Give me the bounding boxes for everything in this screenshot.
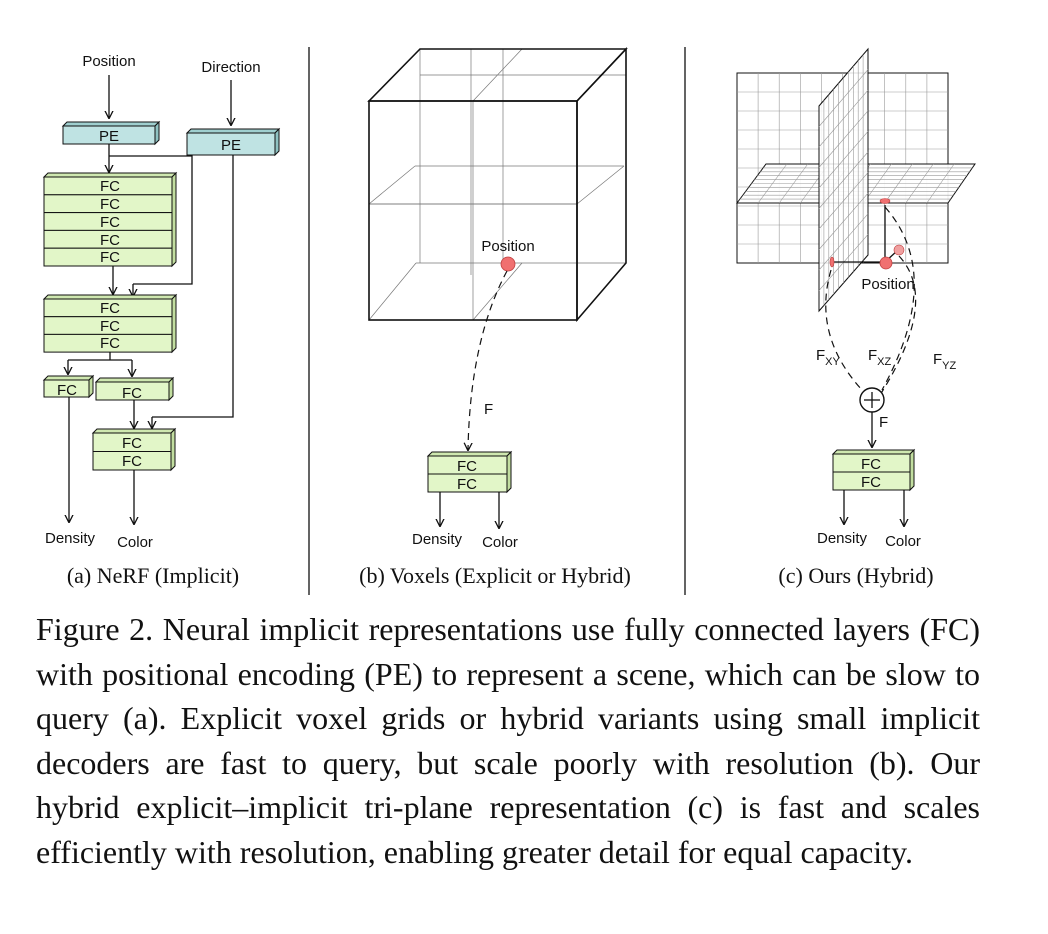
subcaption-c: (c) Ours (Hybrid) [778, 563, 933, 588]
tri-plane [736, 47, 976, 313]
svg-text:FC: FC [100, 318, 120, 335]
svg-text:FC: FC [457, 458, 477, 475]
fc-color-1: FC [94, 376, 175, 402]
svg-text:FC: FC [122, 385, 142, 402]
svg-text:FC: FC [861, 456, 881, 473]
panel-nerf: Position Direction PE PE [42, 53, 281, 551]
nerf-position-label: Position [82, 53, 135, 70]
fyz-label: FYZ [933, 351, 957, 372]
ours-density-label: Density [817, 530, 868, 547]
voxels-position-label: Position [481, 238, 534, 255]
voxel-cube [367, 46, 628, 323]
svg-text:FC: FC [100, 249, 120, 266]
panel-voxels: Position F FC FC Density Color [367, 46, 628, 551]
sum-node [859, 387, 885, 413]
ours-position-label: Position [861, 276, 914, 293]
voxels-color-label: Color [482, 534, 518, 551]
svg-text:FC: FC [100, 214, 120, 231]
nerf-direction-label: Direction [201, 59, 260, 76]
fxz-label: FXZ [868, 347, 892, 368]
fc-density: FC [42, 374, 95, 399]
svg-text:FC: FC [861, 474, 881, 491]
voxels-feature-label: F [484, 401, 493, 418]
svg-text:PE: PE [99, 128, 119, 145]
svg-text:FC: FC [122, 453, 142, 470]
figure-2: Position Direction PE PE [42, 46, 976, 595]
svg-text:FC: FC [457, 476, 477, 493]
fc-color-stack: FC FC [91, 427, 177, 472]
svg-text:FC: FC [57, 382, 77, 399]
voxels-fc-stack: FC FC [426, 450, 513, 494]
svg-text:PE: PE [221, 137, 241, 154]
nerf-color-label: Color [117, 534, 153, 551]
fc-stack-1: FC FC FC FC FC [42, 171, 178, 268]
pe-block-position: PE [61, 120, 161, 146]
svg-text:FC: FC [122, 435, 142, 452]
svg-text:FC: FC [100, 232, 120, 249]
svg-text:FC: FC [100, 335, 120, 352]
subcaption-b: (b) Voxels (Explicit or Hybrid) [359, 563, 631, 588]
svg-text:FC: FC [100, 300, 120, 317]
ours-fc-stack: FC FC [831, 448, 916, 492]
triplane-query-point [879, 256, 893, 270]
subcaption-a: (a) NeRF (Implicit) [67, 563, 239, 588]
svg-text:FC: FC [100, 178, 120, 195]
ours-feature-label: F [879, 414, 888, 431]
voxels-density-label: Density [412, 531, 463, 548]
plane-yz [818, 47, 869, 313]
svg-text:FC: FC [100, 196, 120, 213]
voxel-query-point [500, 256, 516, 272]
panel-ours: Position FXY FXZ FYZ F FC FC Density Col… [736, 47, 976, 550]
fc-stack-2: FC FC FC [42, 293, 178, 354]
voxel-feature-arrow [468, 270, 508, 450]
figure-caption: Figure 2. Neural implicit representation… [36, 611, 980, 870]
pe-block-direction: PE [185, 127, 281, 157]
nerf-density-label: Density [45, 530, 96, 547]
fxy-label: FXY [816, 347, 841, 368]
ours-color-label: Color [885, 533, 921, 550]
